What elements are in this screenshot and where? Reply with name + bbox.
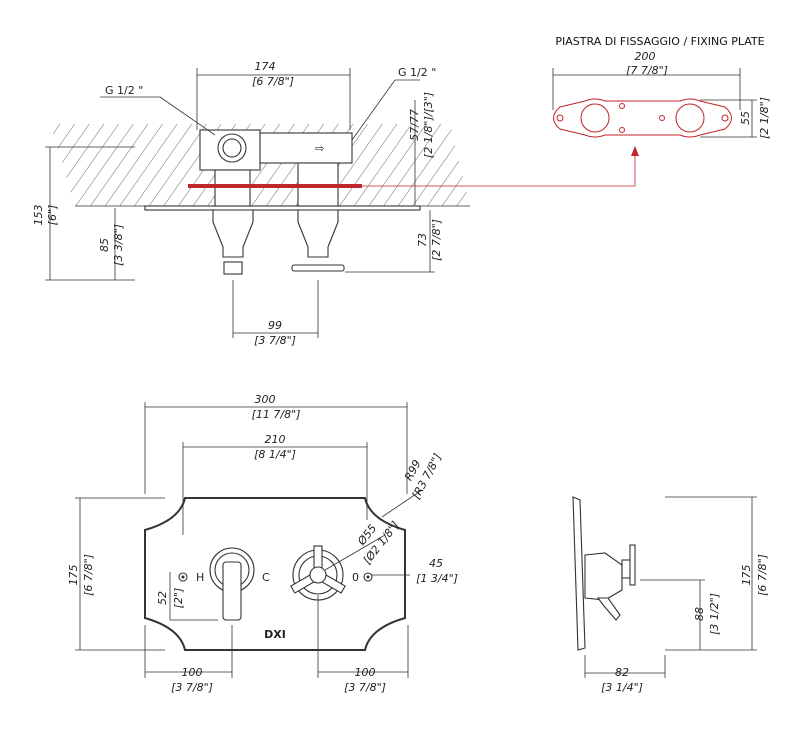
right-center-in: [3 7/8"]	[344, 681, 386, 694]
right-projection-in: [2 7/8"]	[430, 219, 443, 261]
right-connection-label: G 1/2 "	[398, 66, 436, 79]
flow-arrow-icon: ⇨	[315, 142, 324, 155]
leader-arrow-icon	[631, 146, 639, 156]
profile-height-mm: 175	[740, 565, 753, 586]
lever-offset-in: [2"]	[172, 588, 185, 609]
profile-view: 175 [6 7/8"] 88 [3 1/2"] 82 [3 1/4"]	[572, 496, 769, 694]
hot-indicator-dot	[181, 575, 185, 579]
cover-plate-outline	[144, 497, 406, 651]
cold-label: C	[262, 571, 270, 584]
left-nut	[223, 261, 243, 275]
off-label: 0	[352, 571, 359, 584]
plate-width-mm: 200	[635, 50, 656, 63]
height-mm: 175	[67, 565, 80, 586]
cross-handle-icon	[290, 545, 346, 594]
plate-screw-hole	[556, 114, 564, 122]
plate-screw-hole	[619, 127, 625, 133]
profile-body	[584, 552, 623, 601]
left-center-mm: 100	[182, 666, 203, 679]
total-depth-in: [6"]	[46, 205, 59, 226]
front-view: H C 0 DXI 300 [11 7/8"] 210	[67, 393, 458, 694]
profile-plate	[572, 496, 586, 651]
embed-depth-mm: 57/77	[408, 109, 421, 141]
right-center-mm: 100	[355, 666, 376, 679]
lever-offset-mm: 52	[156, 591, 169, 605]
width-dim-mm: 174	[255, 60, 276, 73]
plate-height-mm: 55	[739, 111, 752, 125]
left-projection-mm: 85	[98, 238, 111, 252]
fixing-plate-leader	[362, 152, 636, 187]
depth-mm: 82	[615, 666, 629, 679]
right-handle-stem	[297, 209, 339, 258]
profile-height-in: [6 7/8"]	[756, 554, 769, 596]
overall-width-mm: 300	[255, 393, 276, 406]
plate-screw-hole	[721, 114, 729, 122]
side-offset-mm: 45	[429, 557, 443, 570]
side-offset-in: [1 3/4"]	[416, 572, 458, 585]
inlet-port-inner	[222, 138, 242, 158]
side-section-view: ⇨ 174 [6 7/8"] G 1/2 " G 1/2 " 153 [6"] …	[32, 60, 639, 347]
overall-width-in: [11 7/8"]	[252, 408, 301, 421]
fixing-plate-title: PIASTRA DI FISSAGGIO / FIXING PLATE	[555, 35, 764, 48]
left-lever-stem	[212, 209, 254, 258]
plate-hole-left	[580, 103, 610, 133]
right-projection-mm: 73	[416, 233, 429, 247]
cross-handle-side	[291, 264, 345, 272]
left-center-in: [3 7/8"]	[171, 681, 213, 694]
cover-flange	[144, 205, 421, 211]
height-in: [6 7/8"]	[82, 554, 95, 596]
plate-width-in: [7 7/8"]	[626, 64, 668, 77]
spacing-dim-mm: 99	[268, 319, 282, 332]
width-dim-in: [6 7/8"]	[252, 75, 294, 88]
hot-label: H	[196, 571, 204, 584]
fixing-plate-view: PIASTRA DI FISSAGGIO / FIXING PLATE 200 …	[552, 35, 771, 139]
mixer-lever	[222, 561, 242, 621]
profile-lever	[596, 597, 621, 621]
plate-hole-right	[675, 103, 705, 133]
plate-screw-hole	[619, 103, 625, 109]
fixing-plate-outline	[553, 98, 732, 138]
plate-screw-hole	[659, 115, 665, 121]
top-width-in: [8 1/4"]	[254, 448, 296, 461]
left-projection-in: [3 3/8"]	[112, 224, 125, 266]
embed-depth-in: [2 1/8"]/[3"]	[422, 92, 435, 158]
brand-logo: DXI	[264, 628, 286, 641]
plate-height-in: [2 1/8"]	[758, 97, 771, 139]
lever-height-mm: 88	[693, 607, 706, 621]
total-depth-mm: 153	[32, 205, 45, 226]
off-indicator-dot	[366, 575, 370, 579]
valve-body-right	[259, 132, 353, 164]
spacing-dim-in: [3 7/8"]	[254, 334, 296, 347]
depth-in: [3 1/4"]	[601, 681, 643, 694]
top-width-mm: 210	[265, 433, 286, 446]
profile-cross-arm	[629, 544, 636, 586]
left-connection-label: G 1/2 "	[105, 84, 143, 97]
lever-height-in: [3 1/2"]	[708, 593, 721, 635]
